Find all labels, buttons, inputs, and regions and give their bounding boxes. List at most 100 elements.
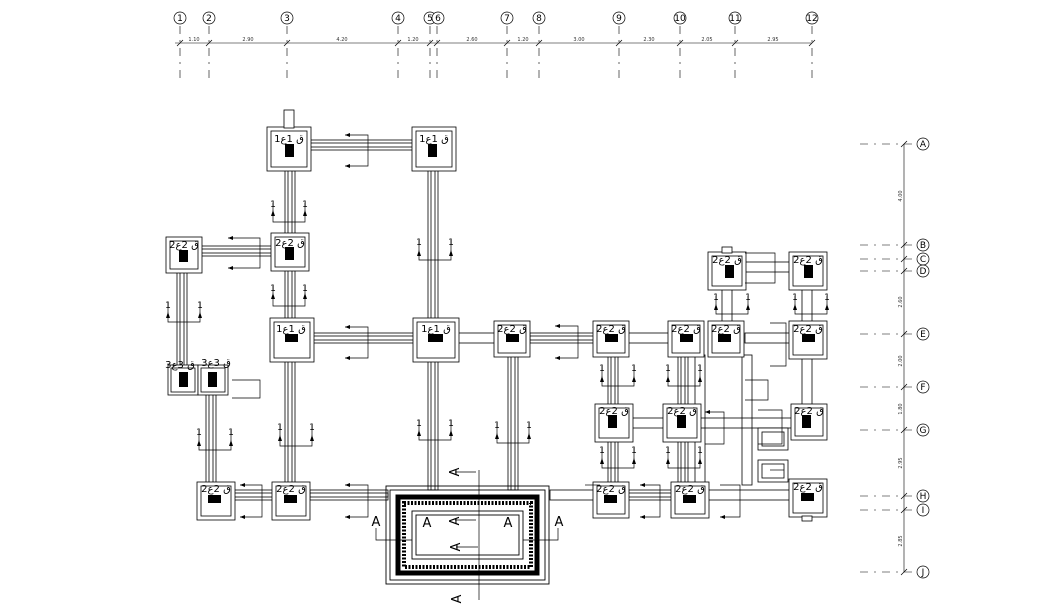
right-dim-2: 2.60 [898, 296, 904, 307]
footing-label: 2ق 2ع [201, 484, 231, 495]
right-dim-6: 2.85 [898, 535, 904, 546]
section-mark-1: 1 [270, 200, 276, 210]
section-mark-1: 1 [416, 419, 422, 429]
right-dim-3: 2.00 [898, 355, 904, 366]
section-mark-1: 1 [302, 284, 308, 294]
grid-label-4: 4 [395, 14, 401, 24]
footing-label: 2ق 2ع [793, 255, 823, 266]
right-grid-dashes [860, 143, 916, 573]
grid-label-6: 6 [435, 14, 441, 24]
footing-label: 1ق 1ع [276, 324, 306, 335]
right-dim-5: 2.95 [898, 457, 904, 468]
footing-label: 2ق 2ع [794, 406, 824, 417]
footing-f2-e [667, 320, 705, 358]
grid-label-10: 10 [674, 14, 686, 24]
grid-label-8: 8 [536, 14, 542, 24]
top-dim-3: 4.20 [336, 37, 347, 43]
section-mark-1: 1 [665, 446, 671, 456]
right-dim-4: 1.80 [898, 403, 904, 414]
grid-label-J: J [921, 568, 925, 578]
section-mark-1: 1 [165, 301, 171, 311]
footing-label: 2ق 2ع [675, 484, 705, 495]
footing-f2-o [592, 481, 630, 519]
right-dim-1: 4.00 [898, 190, 904, 201]
top-dim-9: 2.05 [701, 37, 712, 43]
footing-label: 3ق 3ع [201, 358, 231, 369]
grid-label-7: 7 [504, 14, 510, 24]
section-mark-1: 1 [270, 284, 276, 294]
footing-f2-c [493, 320, 531, 358]
footing-label: 1ق 1ع [419, 134, 449, 145]
grid-label-D: D [920, 267, 927, 277]
grid-label-E: E [920, 330, 926, 340]
footing-f1-a [266, 109, 312, 172]
section-mark-1: 1 [697, 364, 703, 374]
top-grid-bubbles [173, 11, 819, 25]
top-dim-5: 2.60 [466, 37, 477, 43]
footing-label: 2ق 2ع [596, 324, 626, 335]
grid-label-3: 3 [284, 14, 290, 24]
footing-label: 2ق 2ع [793, 482, 823, 493]
top-dim-4: 1.20 [407, 37, 418, 43]
right-grid-bubbles [916, 137, 930, 579]
section-mark-1: 1 [745, 293, 751, 303]
section-mark-1: 1 [228, 428, 234, 438]
section-mark-1: 1 [599, 446, 605, 456]
grid-label-9: 9 [616, 14, 622, 24]
footings [165, 109, 828, 522]
footing-label: 3ق 3ع [165, 360, 195, 371]
footing-label: 2ق 2ع [275, 238, 305, 249]
section-mark-A: A [448, 516, 463, 525]
top-dim-8: 2.30 [643, 37, 654, 43]
footing-f2-l [790, 403, 828, 441]
footing-label: 2ق 2ع [276, 484, 306, 495]
section-mark-A: A [555, 515, 564, 530]
section-mark-1: 1 [631, 446, 637, 456]
section-mark-1: 1 [196, 428, 202, 438]
top-dim-2: 2.90 [242, 37, 253, 43]
section-mark-1: 1 [599, 364, 605, 374]
top-grid-dashes [179, 26, 813, 80]
section-mark-1: 1 [197, 301, 203, 311]
section-mark-A: A [450, 594, 465, 603]
footing-f2-f [707, 320, 745, 358]
section-mark-1: 1 [526, 421, 532, 431]
section-cut-lines [167, 134, 828, 600]
grid-label-2: 2 [206, 14, 212, 24]
footing-label: 2ق 2ع [671, 324, 701, 335]
footing-f2-q [788, 478, 828, 522]
grid-label-F: F [920, 383, 925, 393]
grid-label-12: 12 [806, 14, 817, 24]
footing-label: 2ق 2ع [793, 324, 823, 335]
section-arrowheads [166, 133, 829, 519]
top-dim-6: 1.20 [517, 37, 528, 43]
section-mark-1: 1 [302, 200, 308, 210]
grid-label-C: C [920, 255, 926, 265]
footing-label: 2ق 2ع [497, 324, 527, 335]
right-grid-ticks [900, 140, 908, 576]
section-mark-1: 1 [697, 446, 703, 456]
footing-label: 2ق 2ع [712, 255, 742, 266]
section-mark-1: 1 [824, 293, 830, 303]
footing-label: 2ق 2ع [711, 324, 741, 335]
section-mark-1: 1 [792, 293, 798, 303]
top-dim-1: 1.10 [188, 37, 199, 43]
footing-label: 2ق 2ع [596, 484, 626, 495]
top-dim-10: 2.95 [767, 37, 778, 43]
section-mark-1: 1 [631, 364, 637, 374]
footing-f2-i [788, 251, 828, 291]
footing-label: 2ق 2ع [667, 406, 697, 417]
footing-f2-m [196, 481, 236, 521]
grid-label-G: G [920, 426, 927, 436]
grid-label-B: B [920, 241, 926, 251]
section-mark-1: 1 [713, 293, 719, 303]
footing-label: 1ق 1ع [421, 324, 451, 335]
footing-label: 2ق 2ع [599, 406, 629, 417]
section-mark-1: 1 [448, 419, 454, 429]
section-mark-A: A [449, 542, 464, 551]
top-dim-7: 3.00 [573, 37, 584, 43]
grid-label-11: 11 [729, 14, 740, 24]
top-grid-ticks [176, 39, 816, 47]
grid-label-I: I [922, 506, 925, 516]
